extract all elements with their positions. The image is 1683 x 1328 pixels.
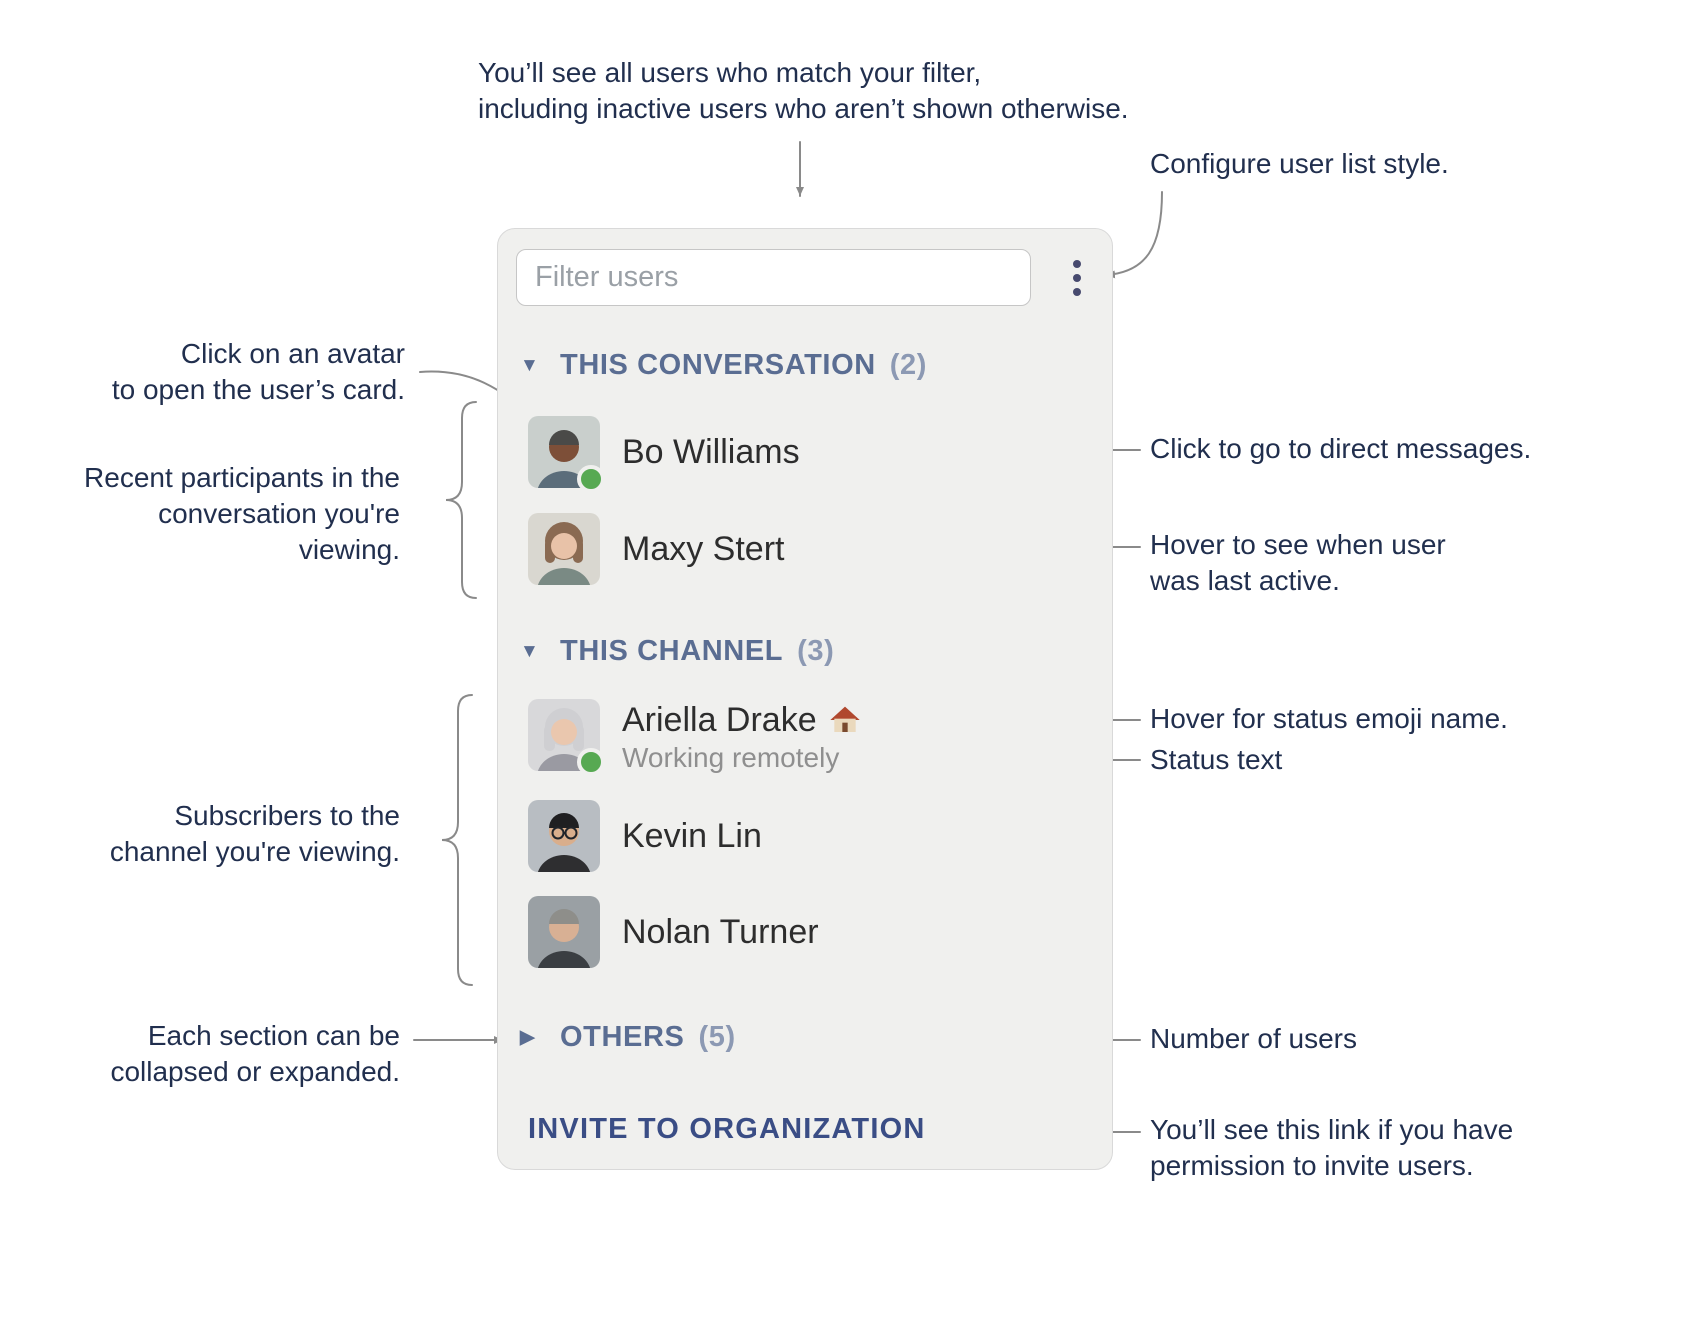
annotation-line: collapsed or expanded. [110, 1056, 400, 1087]
brace-subscribers [441, 694, 473, 986]
user-name[interactable]: Ariella Drake [622, 701, 817, 739]
annotation-line: Subscribers to the [174, 800, 400, 831]
section-label: THIS CHANNEL [560, 635, 784, 667]
annotation-line: Hover to see when user [1150, 529, 1446, 560]
annotation-line: You’ll see all users who match your filt… [478, 57, 982, 88]
annotation-line: to open the user’s card. [111, 374, 405, 405]
section-header-others[interactable]: ▶ OTHERS (5) [520, 1021, 736, 1054]
section-label: THIS CONVERSATION [560, 349, 876, 381]
presence-dot [577, 465, 605, 493]
annotation-line: conversation you're viewing. [158, 498, 400, 565]
avatar[interactable] [528, 800, 600, 872]
user-row[interactable]: Maxy Stert [528, 513, 784, 585]
section-user-count: (3) [797, 635, 835, 667]
user-row[interactable]: Kevin Lin [528, 800, 762, 872]
avatar[interactable] [528, 699, 605, 776]
recent-participants-annotation: Recent participants in the conversation … [60, 460, 400, 568]
user-status-text: Working remotely [622, 742, 840, 773]
user-name[interactable]: Nolan Turner [622, 913, 819, 951]
avatar-annotation: Click on an avatar to open the user’s ca… [105, 336, 405, 408]
status-text-annotation: Status text [1150, 744, 1283, 775]
user-name[interactable]: Bo Williams [622, 433, 800, 471]
section-user-count: (5) [698, 1021, 736, 1053]
user-name[interactable]: Kevin Lin [622, 817, 762, 855]
annotation-line: Each section can be [147, 1020, 400, 1051]
user-list-style-menu-button[interactable] [1054, 255, 1100, 301]
annotation-line: including inactive users who aren’t show… [478, 93, 1129, 124]
status-emoji-annotation: Hover for status emoji name. [1150, 703, 1508, 734]
vertical-ellipsis-icon [1073, 274, 1081, 282]
section-user-count: (2) [889, 349, 928, 381]
person-avatar-image [528, 896, 600, 968]
person-avatar-image [528, 800, 600, 872]
user-list-panel: ▼ THIS CONVERSATION (2) Bo Williams [497, 228, 1113, 1170]
presence-dot [577, 748, 605, 776]
vertical-ellipsis-icon [1073, 288, 1081, 296]
configure-annotation: Configure user list style. [1150, 148, 1449, 179]
annotation-line: was last active. [1150, 565, 1340, 596]
user-row[interactable]: Ariella Drake Working remotely [528, 699, 861, 776]
user-count-annotation: Number of users [1150, 1023, 1357, 1054]
avatar[interactable] [528, 896, 600, 968]
section-header-this-conversation[interactable]: ▼ THIS CONVERSATION (2) [520, 349, 927, 382]
annotation-line: You’ll see this link if you have [1150, 1114, 1514, 1145]
user-name[interactable]: Maxy Stert [622, 530, 785, 568]
annotation-line: channel you're viewing. [109, 836, 400, 867]
annotation-line: Recent participants in the [84, 462, 400, 493]
annotation-line: permission to invite users. [1150, 1150, 1474, 1181]
brace-recent-participants [445, 401, 477, 599]
chevron-right-icon: ▶ [520, 1027, 536, 1048]
vertical-ellipsis-icon [1073, 260, 1081, 268]
user-row[interactable]: Nolan Turner [528, 896, 819, 968]
connector-configure-note [1105, 191, 1163, 279]
collapse-annotation: Each section can be collapsed or expande… [95, 1018, 400, 1090]
section-label: OTHERS [560, 1021, 685, 1053]
person-avatar-image [528, 513, 600, 585]
invite-annotation: You’ll see this link if you have permiss… [1150, 1112, 1513, 1184]
avatar[interactable] [528, 416, 605, 493]
last-active-annotation: Hover to see when user was last active. [1150, 527, 1446, 599]
subscribers-annotation: Subscribers to the channel you're viewin… [85, 798, 400, 870]
invite-to-organization-link[interactable]: INVITE TO ORGANIZATION [528, 1113, 926, 1145]
annotation-line: Click on an avatar [180, 338, 405, 369]
direct-messages-annotation: Click to go to direct messages. [1150, 433, 1532, 464]
section-header-this-channel[interactable]: ▼ THIS CHANNEL (3) [520, 635, 834, 668]
filter-users-input[interactable] [516, 249, 1031, 306]
house-status-emoji-icon[interactable] [829, 704, 861, 736]
user-row[interactable]: Bo Williams [528, 416, 800, 493]
chevron-down-icon: ▼ [520, 640, 540, 662]
chevron-down-icon: ▼ [520, 354, 540, 376]
avatar[interactable] [528, 513, 600, 585]
filter-annotation: You’ll see all users who match your filt… [478, 55, 1129, 127]
